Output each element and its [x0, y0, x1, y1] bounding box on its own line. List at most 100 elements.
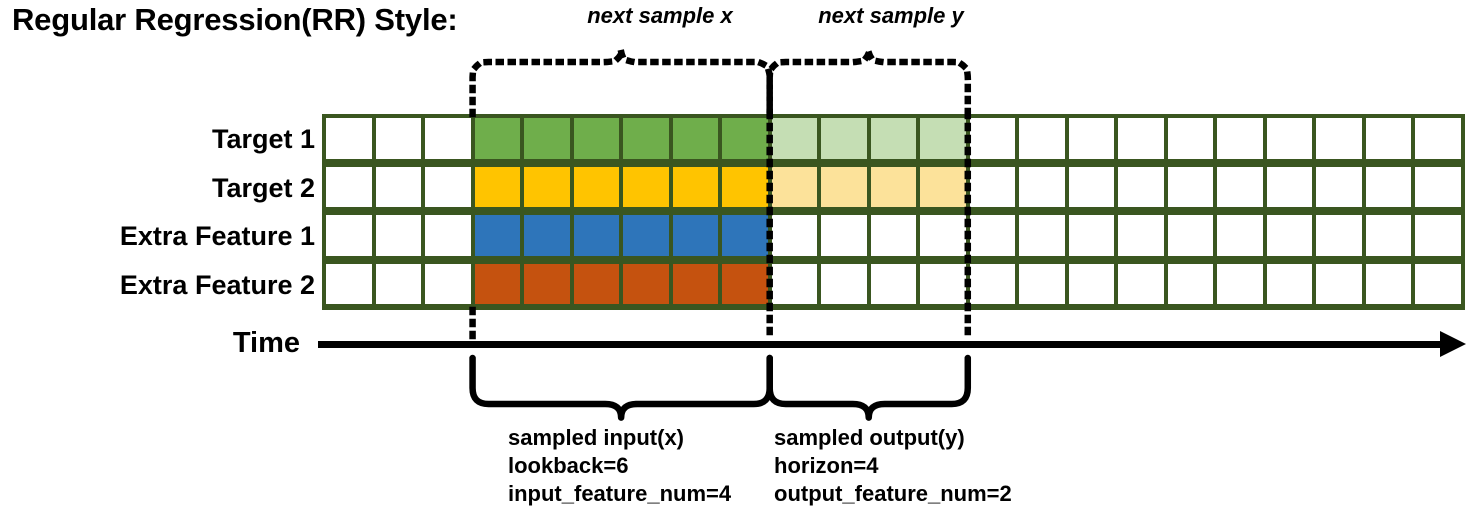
next-sample-y-label: next sample y: [818, 3, 964, 28]
row-label-extra-feature-1: Extra Feature 1: [119, 221, 315, 251]
grid-cell: [623, 215, 669, 256]
grid-cell: [326, 215, 372, 256]
grid-cell: [1217, 166, 1263, 207]
grid-cell: [722, 166, 768, 207]
grid-cell: [1415, 215, 1461, 256]
grid-cell: [1068, 118, 1115, 159]
grid-cell: [1365, 118, 1412, 159]
grid-cell: [1266, 263, 1313, 304]
grid-cell: [821, 263, 867, 304]
grid-cell: [425, 118, 471, 159]
grid-cell: [969, 166, 1016, 207]
grid-cell: [524, 215, 570, 256]
grid-cell: [771, 166, 818, 207]
row-label-target-1: Target 1: [211, 124, 315, 154]
grid-cell: [771, 215, 818, 256]
grid-cell: [1167, 166, 1214, 207]
sampled-input-line: sampled input(x): [508, 425, 685, 450]
grid-cell: [821, 215, 867, 256]
next-sample-y-brace: [766, 49, 972, 118]
grid-row-extra-feature-2: [322, 260, 1465, 309]
grid-cell: [920, 166, 966, 207]
grid-cell: [1365, 215, 1412, 256]
grid-cell: [326, 166, 372, 207]
grid-cell: [722, 263, 768, 304]
grid-cell: [375, 215, 422, 256]
grid-row-target-1: [322, 114, 1465, 163]
grid-cell: [1266, 215, 1313, 256]
grid-cell: [870, 215, 917, 256]
grid-cell: [1019, 263, 1065, 304]
grid-cell: [771, 118, 818, 159]
grid-cell: [474, 215, 521, 256]
grid-cell: [1167, 263, 1214, 304]
grid-cell: [1266, 166, 1313, 207]
row-label-column: Target 1 Target 2 Extra Feature 1 Extra Fea…: [10, 115, 315, 310]
page-title: Regular Regression(RR) Style:: [12, 2, 458, 37]
grid-cell: [969, 215, 1016, 256]
grid-cell: [1118, 263, 1164, 304]
grid-cell: [1415, 263, 1461, 304]
grid-cell: [1365, 263, 1412, 304]
grid-cell: [920, 118, 966, 159]
sampled-input-annotation: sampled input(x) lookback=6 input_feature_…: [508, 424, 731, 508]
sampled-input-line: lookback=6: [508, 453, 629, 478]
grid-cell: [821, 166, 867, 207]
grid-cell: [771, 263, 818, 304]
sampled-input-brace: [469, 354, 773, 421]
grid-cell: [524, 118, 570, 159]
grid-cell: [1415, 118, 1461, 159]
row-label-extra-feature-2: Extra Feature 2: [119, 269, 315, 300]
grid-cell: [969, 118, 1016, 159]
sampled-output-brace: [766, 354, 972, 421]
grid-cell: [1365, 166, 1412, 207]
grid-cell: [1068, 263, 1115, 304]
grid-cell: [722, 215, 768, 256]
grid-cell: [1019, 166, 1065, 207]
grid-cell: [870, 166, 917, 207]
grid-cell: [1415, 166, 1461, 207]
row-label-target-2: Target 2: [211, 172, 315, 203]
grid-cell: [672, 263, 719, 304]
grid-cell: [326, 263, 372, 304]
grid-cell: [920, 215, 966, 256]
grid-cell: [524, 166, 570, 207]
grid-cell: [1316, 118, 1362, 159]
grid-cell: [672, 215, 719, 256]
grid-cell: [524, 263, 570, 304]
time-axis-arrow-icon: [1440, 331, 1466, 357]
grid-cell: [1217, 215, 1263, 256]
grid-cell: [1019, 215, 1065, 256]
grid-cell: [1217, 118, 1263, 159]
grid-cell: [1068, 166, 1115, 207]
grid-cell: [1266, 118, 1313, 159]
grid-cell: [375, 263, 422, 304]
grid-cell: [375, 118, 422, 159]
sampled-input-line: input_feature_num=4: [508, 481, 732, 506]
grid-cell: [870, 263, 917, 304]
grid-cell: [1068, 215, 1115, 256]
grid-cell: [474, 166, 521, 207]
time-axis-label: Time: [232, 327, 300, 359]
grid-cell: [573, 166, 620, 207]
grid-cell: [1019, 118, 1065, 159]
grid-cell: [375, 166, 422, 207]
grid-cell: [425, 263, 471, 304]
grid-cell: [672, 118, 719, 159]
grid-cell: [573, 263, 620, 304]
timeline-grid: [322, 114, 1465, 310]
grid-cell: [1118, 215, 1164, 256]
grid-cell: [1316, 166, 1362, 207]
grid-cell: [326, 118, 372, 159]
grid-cell: [1167, 215, 1214, 256]
grid-cell: [920, 263, 966, 304]
time-axis-line: [318, 341, 1458, 348]
grid-cell: [1118, 166, 1164, 207]
grid-cell: [821, 118, 867, 159]
sampled-output-line: sampled output(y): [774, 425, 965, 450]
grid-cell: [722, 118, 768, 159]
grid-cell: [1316, 263, 1362, 304]
grid-cell: [474, 263, 521, 304]
